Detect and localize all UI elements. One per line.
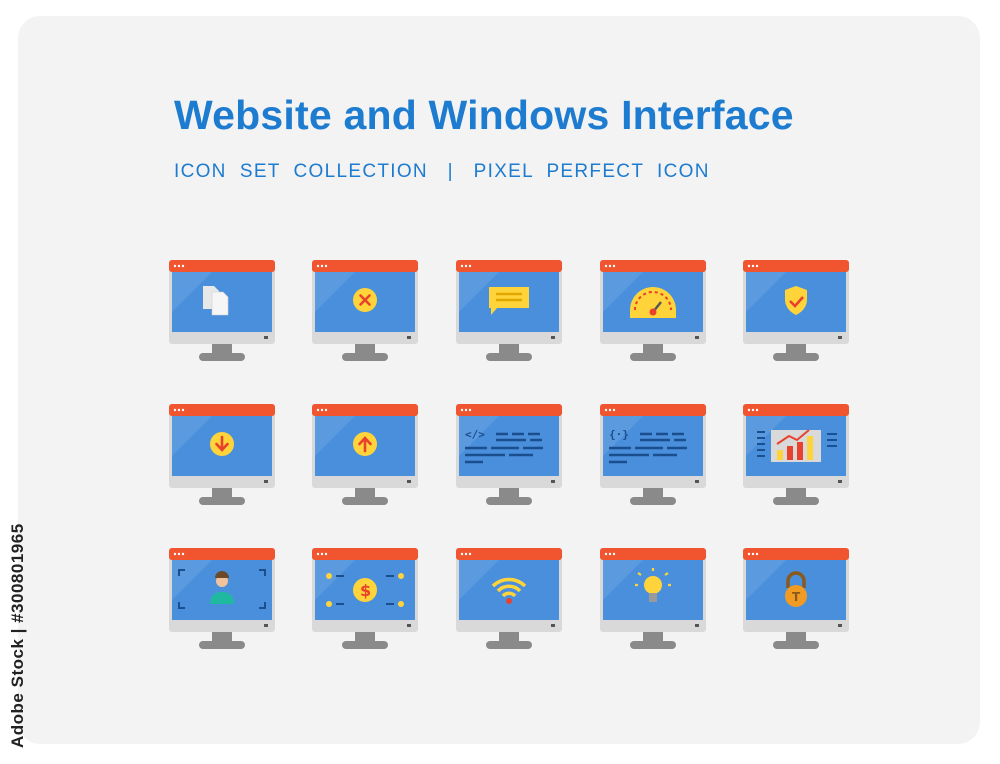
close-error-icon-glyph — [353, 288, 377, 312]
dollar-payment-icon-glyph: $ — [326, 573, 404, 607]
monitor-frame — [743, 260, 849, 361]
monitor-frame — [743, 404, 849, 505]
monitor-frame: </> — [456, 404, 562, 505]
wifi-signal-icon[interactable] — [456, 548, 562, 652]
lightbulb-idea-icon[interactable] — [600, 548, 706, 652]
chat-message-icon-glyph — [489, 287, 529, 315]
download-arrow-icon[interactable] — [169, 404, 275, 508]
upload-arrow-icon-glyph — [353, 432, 377, 456]
speedometer-dashboard-icon[interactable] — [600, 260, 706, 364]
download-arrow-icon-glyph — [210, 432, 234, 456]
padlock-icon[interactable]: T — [743, 548, 849, 652]
monitor-frame — [600, 548, 706, 649]
copy-documents-icon-glyph — [203, 286, 229, 316]
monitor-frame — [456, 260, 562, 361]
analytics-chart-icon-glyph — [757, 429, 837, 462]
close-error-icon[interactable] — [312, 260, 418, 364]
upload-arrow-icon[interactable] — [312, 404, 418, 508]
svg-text:{·}: {·} — [609, 428, 629, 441]
html-code-icon[interactable]: </> — [456, 404, 562, 508]
security-shield-icon[interactable] — [743, 260, 849, 364]
monitor-frame — [456, 548, 562, 649]
page-subtitle: ICON SET COLLECTION | PIXEL PERFECT ICON — [174, 161, 710, 182]
css-code-icon-glyph: {·} — [609, 428, 687, 464]
dollar-payment-icon[interactable]: $ — [312, 548, 418, 652]
monitor-frame: $ — [312, 548, 418, 649]
monitor-frame — [169, 548, 275, 649]
copy-documents-icon[interactable] — [169, 260, 275, 364]
chat-message-icon[interactable] — [456, 260, 562, 364]
user-focus-icon[interactable] — [169, 548, 275, 652]
security-shield-icon-glyph — [785, 286, 807, 315]
monitor-frame: T — [743, 548, 849, 649]
html-code-icon-glyph: </> — [465, 428, 543, 464]
monitor-frame — [312, 260, 418, 361]
monitor-frame — [600, 260, 706, 361]
svg-text:T: T — [792, 590, 801, 604]
lightbulb-idea-icon-glyph — [635, 568, 671, 602]
analytics-chart-icon[interactable] — [743, 404, 849, 508]
css-code-icon[interactable]: {·} — [600, 404, 706, 508]
monitor-frame — [312, 404, 418, 505]
stock-id-label: Adobe Stock | #300801965 — [8, 523, 27, 748]
monitor-frame: {·} — [600, 404, 706, 505]
svg-text:$: $ — [360, 581, 371, 600]
monitor-frame — [169, 404, 275, 505]
monitor-frame — [169, 260, 275, 361]
user-focus-icon-glyph — [178, 569, 266, 609]
wifi-signal-icon-glyph — [491, 577, 527, 604]
svg-text:</>: </> — [465, 428, 485, 441]
speedometer-dashboard-icon-glyph — [630, 287, 676, 318]
page-title: Website and Windows Interface — [174, 92, 794, 138]
padlock-icon-glyph: T — [785, 571, 807, 607]
